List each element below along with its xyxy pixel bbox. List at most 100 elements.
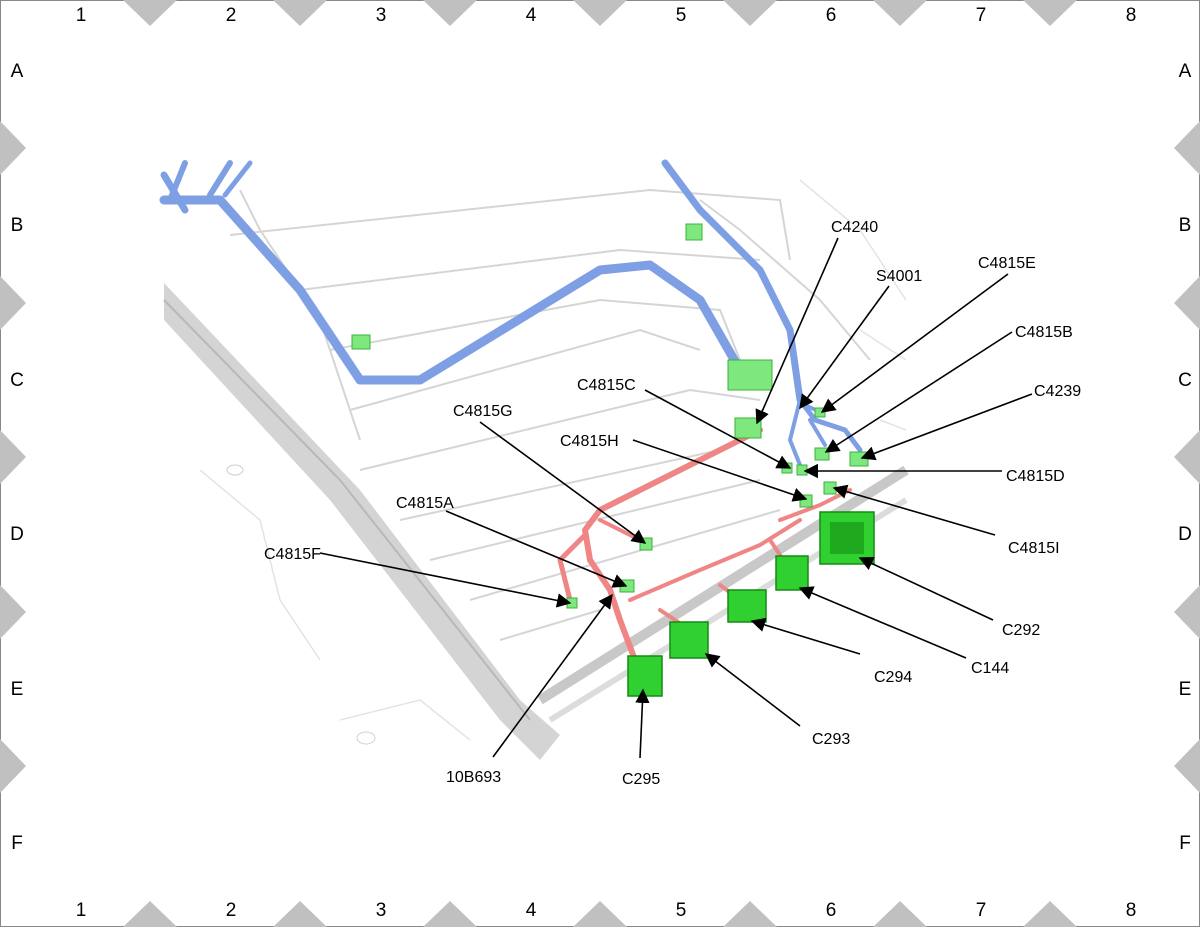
connector-c292-face — [830, 522, 864, 554]
grid-col-top-8: 8 — [1126, 5, 1137, 26]
grid-col-bottom-6: 6 — [826, 900, 837, 921]
grid-marker-left-2 — [0, 276, 26, 330]
connector-c4815b — [814, 447, 830, 461]
grid-col-bottom-3: 3 — [376, 900, 387, 921]
grid-marker-top-1 — [123, 0, 177, 26]
small-connectors — [351, 223, 869, 609]
grid-marker-top-5 — [723, 0, 777, 26]
grid-col-top-3: 3 — [376, 5, 387, 26]
grid-marker-right-3 — [1174, 430, 1200, 484]
callout-c4815e: C4815E — [978, 255, 1036, 272]
grid-row-left-C: C — [10, 370, 24, 391]
leader-c4815e — [820, 273, 1009, 413]
grid-marker-top-4 — [573, 0, 627, 26]
grid-marker-right-1 — [1174, 121, 1200, 175]
connector-c293 — [669, 621, 709, 659]
large-connectors — [627, 511, 875, 697]
leader-s4001 — [799, 285, 890, 410]
grid-row-right-B: B — [1179, 215, 1192, 236]
connector-c294 — [727, 589, 767, 623]
leader-c292 — [858, 556, 994, 621]
grid-marker-bottom-6 — [873, 901, 927, 927]
grid-labels: 1 2 3 4 5 6 7 8 1 2 3 4 5 6 7 8 A B C D … — [10, 5, 1192, 921]
callout-labels: C4240 S4001 C4815E C4815B C4239 C4815C C… — [264, 219, 1081, 788]
callout-c4815a: C4815A — [396, 495, 454, 512]
callout-c4815f: C4815F — [264, 546, 321, 563]
grid-marker-bottom-1 — [123, 901, 177, 927]
callout-c4815g: C4815G — [453, 403, 513, 420]
grid-marker-left-5 — [0, 739, 26, 793]
grid-marker-left-4 — [0, 585, 26, 639]
grid-marker-bottom-5 — [723, 901, 777, 927]
leader-c4815g — [479, 421, 647, 544]
grid-col-bottom-7: 7 — [976, 900, 987, 921]
grid-col-top-2: 2 — [226, 5, 237, 26]
grid-marker-right-2 — [1174, 276, 1200, 330]
grid-col-top-1: 1 — [76, 5, 87, 26]
callout-c4815d: C4815D — [1006, 468, 1065, 485]
leader-c294 — [750, 617, 861, 655]
grid-col-top-7: 7 — [976, 5, 987, 26]
leader-c295 — [635, 688, 650, 759]
grid-marker-right-5 — [1174, 739, 1200, 793]
callout-c4239: C4239 — [1034, 383, 1081, 400]
callout-c4240: C4240 — [831, 219, 878, 236]
connector-c4239 — [849, 451, 869, 467]
connector-c295 — [627, 655, 663, 697]
callout-c4815b: C4815B — [1015, 324, 1073, 341]
grid-marker-bottom-4 — [573, 901, 627, 927]
grid-col-bottom-8: 8 — [1126, 900, 1137, 921]
grid-row-left-F: F — [11, 833, 23, 854]
grid-row-left-B: B — [11, 215, 24, 236]
grid-col-top-5: 5 — [676, 5, 687, 26]
panel-hole-lower — [356, 731, 376, 745]
grid-marker-bottom-7 — [1023, 901, 1077, 927]
floor-panel-illustration — [163, 163, 909, 765]
grid-row-right-C: C — [1178, 370, 1192, 391]
callout-c295: C295 — [622, 771, 660, 788]
grid-marker-top-3 — [423, 0, 477, 26]
grid-marker-right-4 — [1174, 585, 1200, 639]
blue-harness — [159, 159, 863, 467]
callout-c4815h: C4815H — [560, 433, 619, 450]
callout-s4001: S4001 — [876, 268, 922, 285]
grid-row-left-A: A — [11, 61, 24, 82]
leader-c144 — [798, 586, 967, 659]
grid-marker-bottom-3 — [423, 901, 477, 927]
panel-ribs — [229, 188, 871, 641]
grid-marker-left-3 — [0, 430, 26, 484]
grid-col-top-4: 4 — [526, 5, 537, 26]
leader-10b693 — [492, 593, 613, 758]
callout-c4815c: C4815C — [577, 377, 636, 394]
panel-hole-left — [226, 464, 244, 476]
callout-c293: C293 — [812, 731, 850, 748]
leader-c4815b — [824, 331, 1013, 453]
grid-row-right-A: A — [1179, 61, 1192, 82]
grid-col-bottom-5: 5 — [676, 900, 687, 921]
connector-blue-top — [685, 223, 703, 241]
grid-marker-left-1 — [0, 121, 26, 175]
grid-col-top-6: 6 — [826, 5, 837, 26]
grid-col-bottom-4: 4 — [526, 900, 537, 921]
grid-col-bottom-1: 1 — [76, 900, 87, 921]
callout-c292: C292 — [1002, 622, 1040, 639]
leader-c4815f — [319, 552, 572, 608]
grid-row-right-D: D — [1178, 524, 1192, 545]
grid-row-right-F: F — [1179, 833, 1191, 854]
leader-c4239 — [860, 393, 1033, 461]
grid-marker-top-2 — [273, 0, 327, 26]
connector-c4240-block — [727, 359, 773, 391]
leader-c293 — [704, 653, 801, 727]
grid-marker-top-7 — [1023, 0, 1077, 26]
callout-c294: C294 — [874, 669, 912, 686]
leader-c4815i — [832, 484, 996, 536]
leader-c4815h — [632, 439, 808, 502]
connector-blue-left — [351, 334, 371, 350]
connector-c4240 — [734, 417, 762, 439]
leader-lines — [319, 237, 1033, 759]
connector-c4815a — [619, 579, 635, 593]
callout-c144: C144 — [971, 660, 1009, 677]
grid-row-left-E: E — [11, 679, 24, 700]
